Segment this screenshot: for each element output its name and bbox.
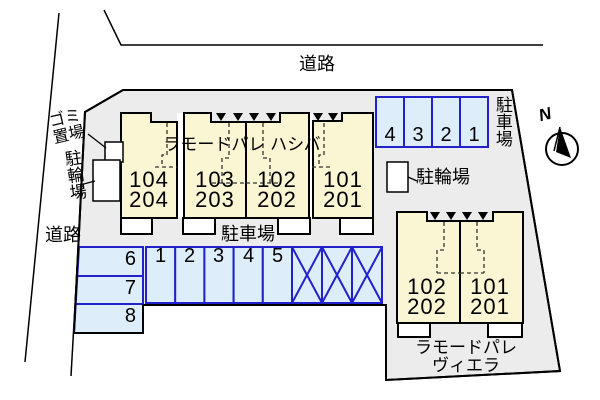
building-viera-name: ラモードパレ ヴィエラ <box>396 339 536 375</box>
unit-number: 202 <box>407 294 447 319</box>
parking-space-number: 7 <box>124 277 136 299</box>
garbage-leader-line <box>87 133 107 149</box>
bicycle-parking-left-box <box>92 159 121 202</box>
parking-lot-top-right-label: 駐車場 <box>492 96 512 147</box>
parking-space-number: 6 <box>124 248 136 270</box>
viera-unit-label-102-202: 102 202 <box>395 274 459 319</box>
unit-label-102-202: 102 202 <box>245 167 309 212</box>
building-hashiba-unit-101 <box>312 112 374 219</box>
unit-label-103-203: 103 203 <box>183 167 247 212</box>
parking-space-number: 1 <box>468 124 480 146</box>
parking-space-number: 8 <box>124 305 136 327</box>
porch <box>397 322 431 338</box>
unit-number: 102 <box>407 274 447 299</box>
parking-center-row-spaces <box>145 246 383 304</box>
road-top-label: 道路 <box>299 54 335 74</box>
porch <box>277 217 311 235</box>
crossed-out-space-marks <box>291 246 383 304</box>
porch <box>487 322 523 338</box>
bicycle-right-leader-line <box>407 176 418 182</box>
parking-space-number: 5 <box>271 245 284 267</box>
stair-dashed-path <box>318 123 325 167</box>
bicycle-parking-right-label: 駐輪場 <box>416 167 470 187</box>
porch <box>182 217 216 235</box>
door-marker-icons <box>216 113 488 220</box>
parking-top-right-spaces <box>375 96 489 148</box>
building-hashiba-name: ラモードパレ ハシバ <box>163 135 321 154</box>
garbage-area-box <box>104 141 124 163</box>
site-boundary-outline <box>72 89 562 382</box>
stair-dashed-path <box>221 123 230 183</box>
parking-space-number: 4 <box>242 245 255 267</box>
unit-number: 102 <box>257 167 297 192</box>
parking-space-number: 2 <box>440 124 452 146</box>
parking-space-number: 2 <box>183 245 196 267</box>
unit-number: 101 <box>323 167 363 192</box>
parking-space-number: 3 <box>412 124 424 146</box>
unit-number: 201 <box>470 294 510 319</box>
unit-number: 201 <box>323 187 363 212</box>
stair-dashed-path <box>476 222 485 273</box>
unit-number: 103 <box>195 167 235 192</box>
unit-number: 104 <box>129 167 169 192</box>
parking-lot-center-label: 駐車場 <box>221 224 275 244</box>
building-viera-name-line1: ラモードパレ <box>415 338 517 357</box>
unit-number: 204 <box>129 187 169 212</box>
viera-unit-label-101-201: 101 201 <box>458 274 522 319</box>
stair-dashed-path <box>161 123 168 167</box>
parking-space-number: 3 <box>212 245 225 267</box>
porch <box>339 217 374 235</box>
unit-label-104-204: 104 204 <box>117 167 181 212</box>
parking-space-number: 4 <box>384 124 396 146</box>
porch <box>120 217 153 235</box>
road-left-outer-line <box>24 12 60 363</box>
unit-number: 202 <box>257 187 297 212</box>
compass-icon <box>545 126 579 166</box>
unit-number: 203 <box>195 187 235 212</box>
stair-dashed-path <box>262 123 271 183</box>
stair-dashed-path <box>436 222 445 273</box>
road-top-line <box>103 9 543 46</box>
bicycle-left-leader-line <box>79 180 96 186</box>
building-viera-name-line2: ヴィエラ <box>432 356 500 375</box>
road-left-label: 道路 <box>45 225 81 245</box>
unit-label-101-201: 101 201 <box>311 167 375 212</box>
building-gap <box>309 113 313 218</box>
bicycle-parking-right-box <box>386 161 409 193</box>
unit-number: 101 <box>470 274 510 299</box>
parking-space-number: 1 <box>154 245 167 267</box>
building-gap <box>177 113 184 218</box>
